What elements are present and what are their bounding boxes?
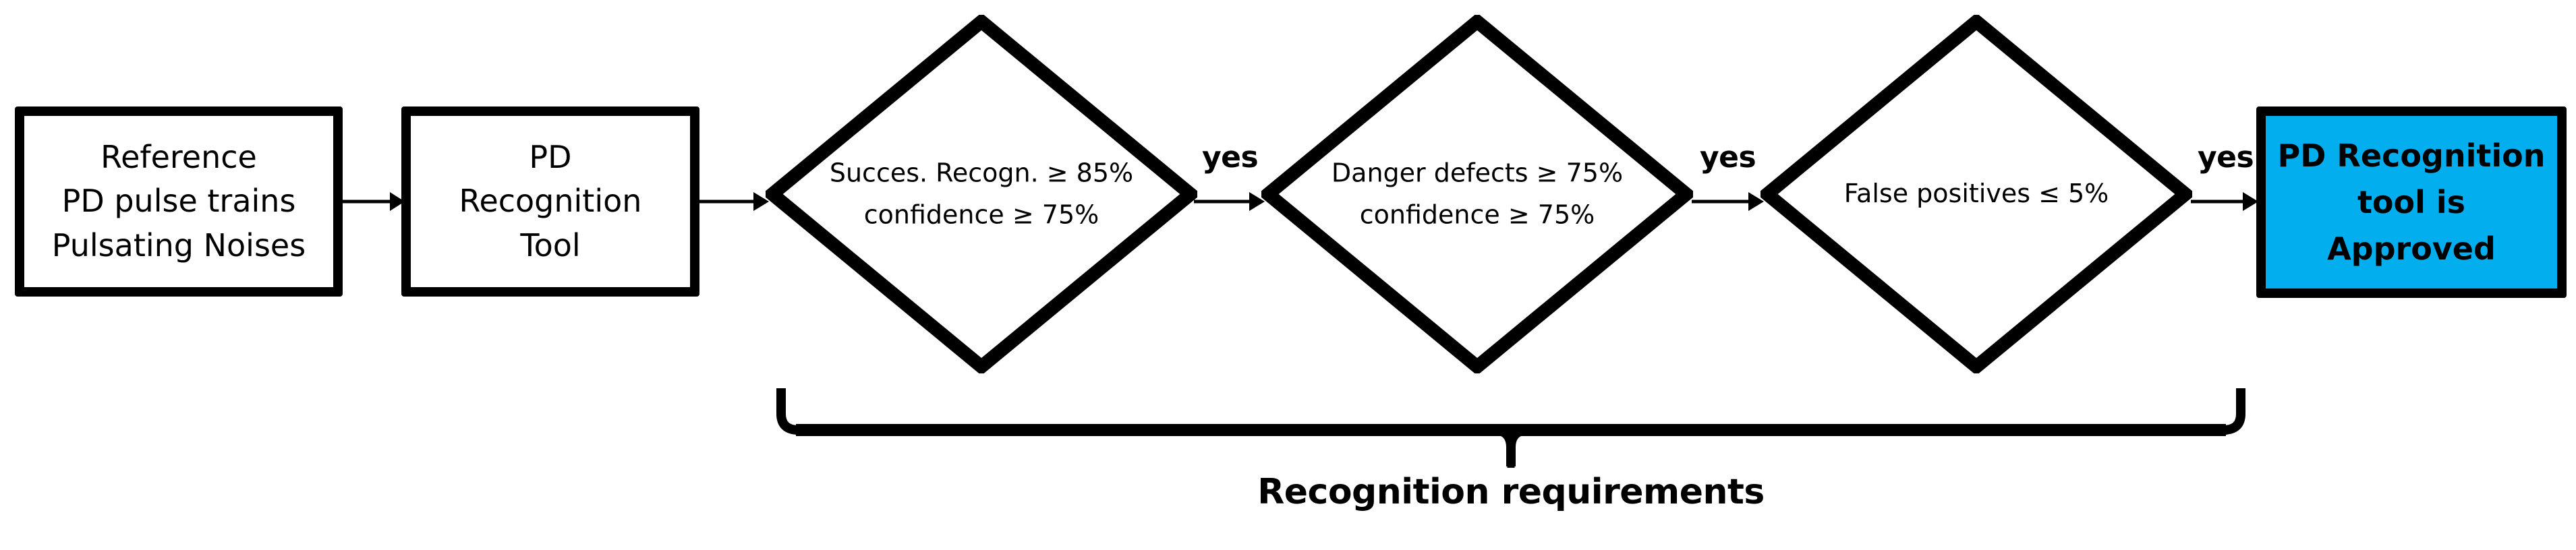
- edge-label-yes-3: yes: [2198, 140, 2254, 175]
- connector-arrow-decision-1-to-decision-2: [1194, 186, 1265, 217]
- decision-node-false-positives[interactable]: False positives ≤ 5%: [1761, 15, 2192, 373]
- terminator-node-approved-line-3: Approved: [2327, 230, 2496, 267]
- process-node-pd-recognition-tool-line-3: Tool: [520, 226, 581, 264]
- edge-label-yes-1: yes: [1202, 140, 1259, 175]
- process-node-reference-input-line-1: Reference: [101, 139, 257, 176]
- process-node-pd-recognition-tool-line-1: PD: [529, 139, 572, 176]
- connector-arrow-input-to-tool: [343, 186, 405, 217]
- process-node-pd-recognition-tool[interactable]: PD Recognition Tool: [401, 106, 699, 297]
- decision-node-success-recognition[interactable]: Succes. Recogn. ≥ 85% confidence ≥ 75%: [766, 15, 1197, 373]
- process-node-reference-input[interactable]: Reference PD pulse trains Pulsating Nois…: [15, 106, 343, 297]
- terminator-node-pd-recognition-tool-approved[interactable]: PD Recognition tool is Approved: [2256, 106, 2567, 298]
- terminator-node-approved-line-1: PD Recognition: [2277, 137, 2546, 174]
- process-node-reference-input-line-3: Pulsating Noises: [51, 226, 306, 264]
- connector-arrow-tool-to-decision-1: [698, 186, 769, 217]
- group-brace-caption: Recognition requirements: [1257, 472, 1765, 512]
- process-node-pd-recognition-tool-line-2: Recognition: [459, 183, 642, 220]
- group-brace: [776, 384, 2246, 472]
- connector-arrow-decision-2-to-decision-3: [1692, 186, 1764, 217]
- connector-arrow-decision-3-to-approved: [2191, 186, 2258, 217]
- process-node-reference-input-line-2: PD pulse trains: [61, 183, 296, 220]
- decision-node-danger-defects[interactable]: Danger defects ≥ 75% confidence ≥ 75%: [1261, 15, 1693, 373]
- terminator-node-approved-line-2: tool is: [2357, 183, 2466, 220]
- edge-label-yes-2: yes: [1700, 140, 1756, 175]
